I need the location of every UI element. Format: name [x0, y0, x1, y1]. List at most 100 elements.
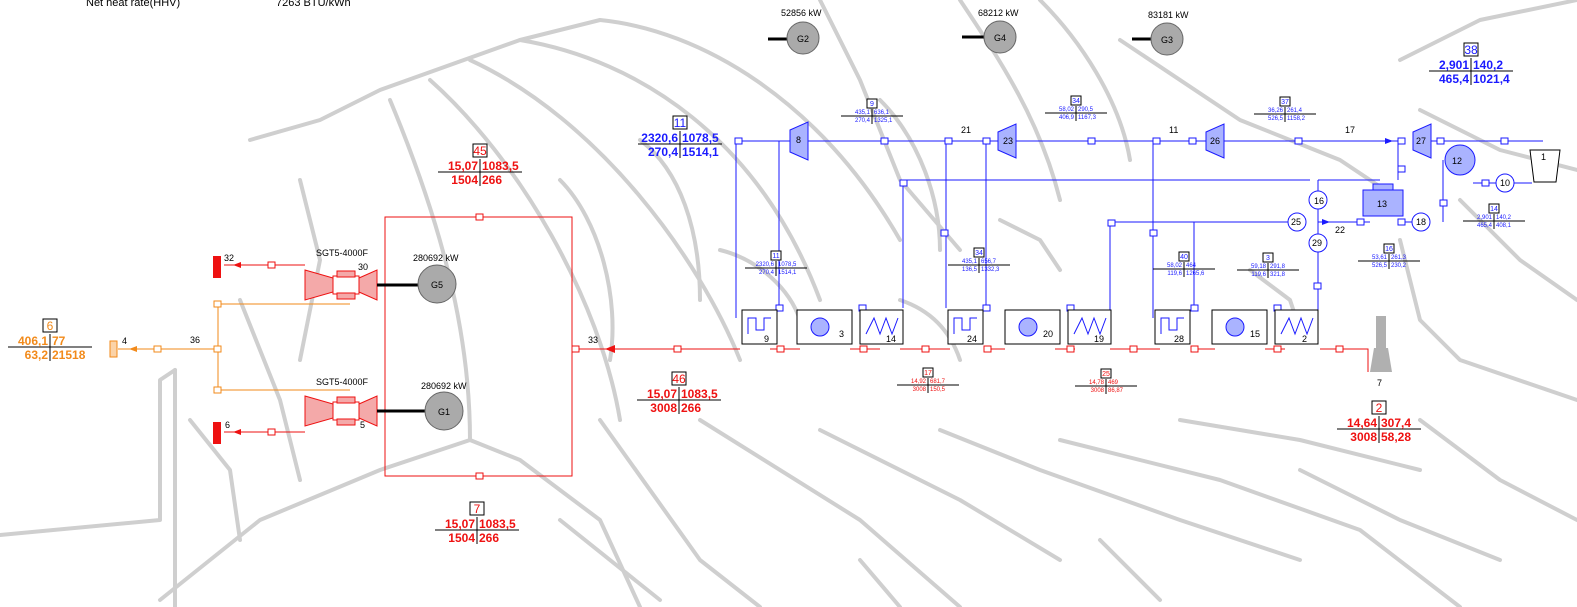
stream-value: 266	[681, 401, 701, 415]
stream-value: 1021,4	[1473, 72, 1510, 86]
stream-value: 266	[479, 531, 499, 545]
stream-data-box: 359,18291,8119,6321,8	[1237, 253, 1299, 278]
stream-id: 7	[474, 502, 481, 516]
stream-data-box: 214,64307,4300858,28	[1337, 401, 1421, 444]
stream-label: 32	[224, 253, 234, 263]
equipment-number: 26	[1210, 136, 1220, 146]
stream-value: 1265,6	[1186, 271, 1205, 277]
stream-value: 58,02	[1167, 263, 1183, 269]
stream-id: 3	[1266, 255, 1270, 262]
stream-id: 37	[1281, 99, 1289, 106]
stream-value: 58,28	[1381, 430, 1411, 444]
turbine-unit: 5	[360, 420, 365, 430]
stream-value: 270,4	[648, 145, 678, 159]
stream-value: 3008	[913, 387, 927, 393]
stream-value: 59,18	[1251, 264, 1267, 270]
turbine-shafts	[377, 37, 1152, 411]
stream-value: 21518	[52, 348, 86, 362]
stream-value: 469	[1108, 380, 1119, 386]
stream-value: 270,4	[855, 118, 871, 124]
gas-source-6	[213, 422, 221, 444]
stream-value: 266	[482, 173, 502, 187]
equipment-number: 29	[1312, 238, 1322, 248]
equipment-number: 12	[1452, 156, 1462, 166]
stream-value: 526,5	[1268, 116, 1284, 122]
stream-value: 14,92	[911, 379, 927, 385]
stream-value: 1325,1	[874, 118, 893, 124]
stream-value: 526,5	[1372, 263, 1388, 269]
gas-turbine-top	[305, 270, 377, 300]
stream-value: 2320,6	[641, 131, 678, 145]
stream-data-box: 3736,26261,4526,51158,2	[1254, 97, 1316, 122]
stream-value: 1078,5	[778, 262, 797, 268]
stream-value: 465,4	[1439, 72, 1469, 86]
arrow-icon	[1322, 219, 1330, 225]
stream-id: 9	[870, 101, 874, 108]
stream-value: 1332,3	[981, 267, 1000, 273]
stream-value: 53,61	[1372, 255, 1388, 261]
equipment-number: 25	[1291, 217, 1301, 227]
generator-power: 68212 kW	[978, 8, 1019, 18]
equipment-number: 13	[1377, 199, 1387, 209]
stream-value: 464	[1186, 263, 1197, 269]
stream-label: 21	[961, 125, 971, 135]
generator-id: G3	[1161, 35, 1173, 45]
equipment-number: 16	[1314, 196, 1324, 206]
stream-value: 2,901	[1477, 215, 1493, 221]
arrow-icon	[233, 429, 241, 435]
equipment-number: 9	[764, 334, 769, 344]
stream-value: 408,1	[1496, 223, 1512, 229]
stream-value: 307,4	[1381, 416, 1411, 430]
stream-id: 14	[1490, 206, 1498, 213]
stream-value: 2320,6	[756, 262, 775, 268]
stream-label: 6	[225, 420, 230, 430]
stream-id: 11	[772, 253, 779, 260]
equipment-number: 2	[1302, 334, 1307, 344]
stream-value: 14,64	[1347, 416, 1377, 430]
equipment-number: 8	[796, 135, 801, 145]
stream-data-box: 4615,071083,53008266	[637, 372, 721, 415]
stream-label: 36	[190, 335, 200, 345]
generator-power: 280692 kW	[413, 253, 459, 263]
equipment-number: 18	[1416, 217, 1426, 227]
stream-value: 1078,5	[682, 131, 719, 145]
turbine-unit: 30	[358, 262, 368, 272]
stream-id: 25	[1102, 371, 1110, 378]
stream-value: 291,8	[1270, 264, 1286, 270]
stream-data-box: 2514,78469300886,87	[1075, 369, 1137, 394]
stream-id: 46	[672, 372, 686, 386]
stream-value: 435,1	[962, 259, 978, 265]
exhaust-stack	[1370, 316, 1392, 372]
stream-label: 4	[122, 336, 127, 346]
stream-value: 1514,1	[682, 145, 719, 159]
arrow-icon	[233, 262, 241, 268]
stream-value: 58,02	[1059, 107, 1075, 113]
stream-value: 1504	[448, 531, 475, 545]
stream-value: 1167,3	[1078, 115, 1097, 121]
stream-id: 2	[1376, 401, 1383, 415]
fuel-nodes	[110, 301, 221, 393]
stream-label: 22	[1335, 225, 1345, 235]
generator-id: G4	[994, 33, 1006, 43]
stream-id: 34	[975, 250, 983, 257]
stream-value: 636,1	[874, 110, 890, 116]
stream-value: 140,2	[1473, 58, 1503, 72]
stream-value: 270,4	[759, 270, 775, 276]
equipment-number: 24	[967, 334, 977, 344]
stream-data-box: 9435,1636,1270,41325,1	[841, 99, 903, 124]
stream-data-box: 4515,071083,51504266	[438, 144, 522, 187]
stream-value: 681,7	[930, 379, 946, 385]
stream-value: 36,26	[1268, 108, 1284, 114]
stream-value: 15,07	[647, 387, 677, 401]
steam-nodes	[735, 138, 1508, 311]
generator-labels: G2 G4 G3 G5 G1 52856 kW 68212 kW 83181 k…	[316, 8, 1189, 430]
stream-value: 3008	[650, 401, 677, 415]
stream-value: 77	[52, 334, 66, 348]
stream-value: 261,4	[1287, 108, 1303, 114]
equipment-number: 27	[1416, 136, 1426, 146]
